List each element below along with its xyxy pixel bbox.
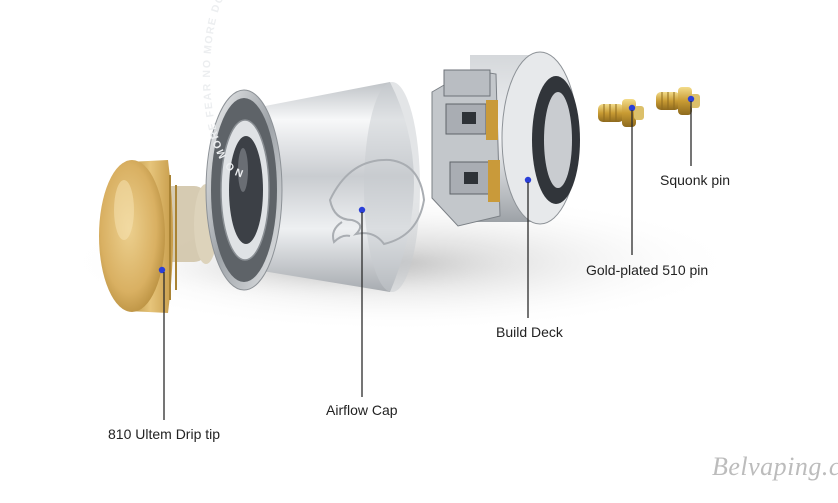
label-build-deck: Build Deck	[496, 324, 563, 340]
flame-logo	[328, 158, 426, 246]
airflow-cap-marker	[358, 206, 366, 214]
build-deck	[431, 51, 580, 227]
drip-tip-face-highlight	[114, 180, 134, 240]
build-deck-slot	[464, 172, 478, 184]
drip-tip-marker	[158, 266, 166, 274]
watermark: Belvaping.com	[712, 452, 838, 481]
drip-tip-face	[99, 160, 165, 312]
gold-pin-thread	[598, 104, 624, 122]
airflow-cap-back-rim	[364, 82, 420, 292]
build-deck-terminal	[488, 160, 500, 202]
squonk-pin-marker	[687, 95, 695, 103]
build-deck-top-block	[443, 69, 491, 97]
build-deck-gasket-inner	[544, 92, 572, 188]
build-deck-marker	[524, 176, 532, 184]
squonk-pin-head	[678, 87, 692, 115]
build-deck-terminal	[486, 100, 498, 140]
label-drip-tip: 810 Ultem Drip tip	[108, 426, 221, 442]
build-deck-slot	[462, 112, 476, 124]
gold-510-pin	[598, 99, 644, 127]
gold-pin-marker	[628, 104, 636, 112]
airflow-cap-opening	[229, 136, 263, 244]
label-airflow-cap: Airflow Cap	[326, 402, 398, 418]
label-gold-pin: Gold-plated 510 pin	[586, 262, 709, 278]
gold-pin-head	[622, 99, 636, 127]
drip-tip	[99, 160, 218, 313]
gold-pin-tip	[634, 106, 644, 120]
airflow-cap-opening-glint	[238, 148, 248, 192]
squonk-pin	[656, 87, 700, 115]
flame-logo-detail	[332, 221, 351, 244]
label-squonk-pin: Squonk pin	[660, 172, 731, 188]
airflow-cap: NO MORE FEAR NO MORE DOUBT	[201, 0, 426, 292]
